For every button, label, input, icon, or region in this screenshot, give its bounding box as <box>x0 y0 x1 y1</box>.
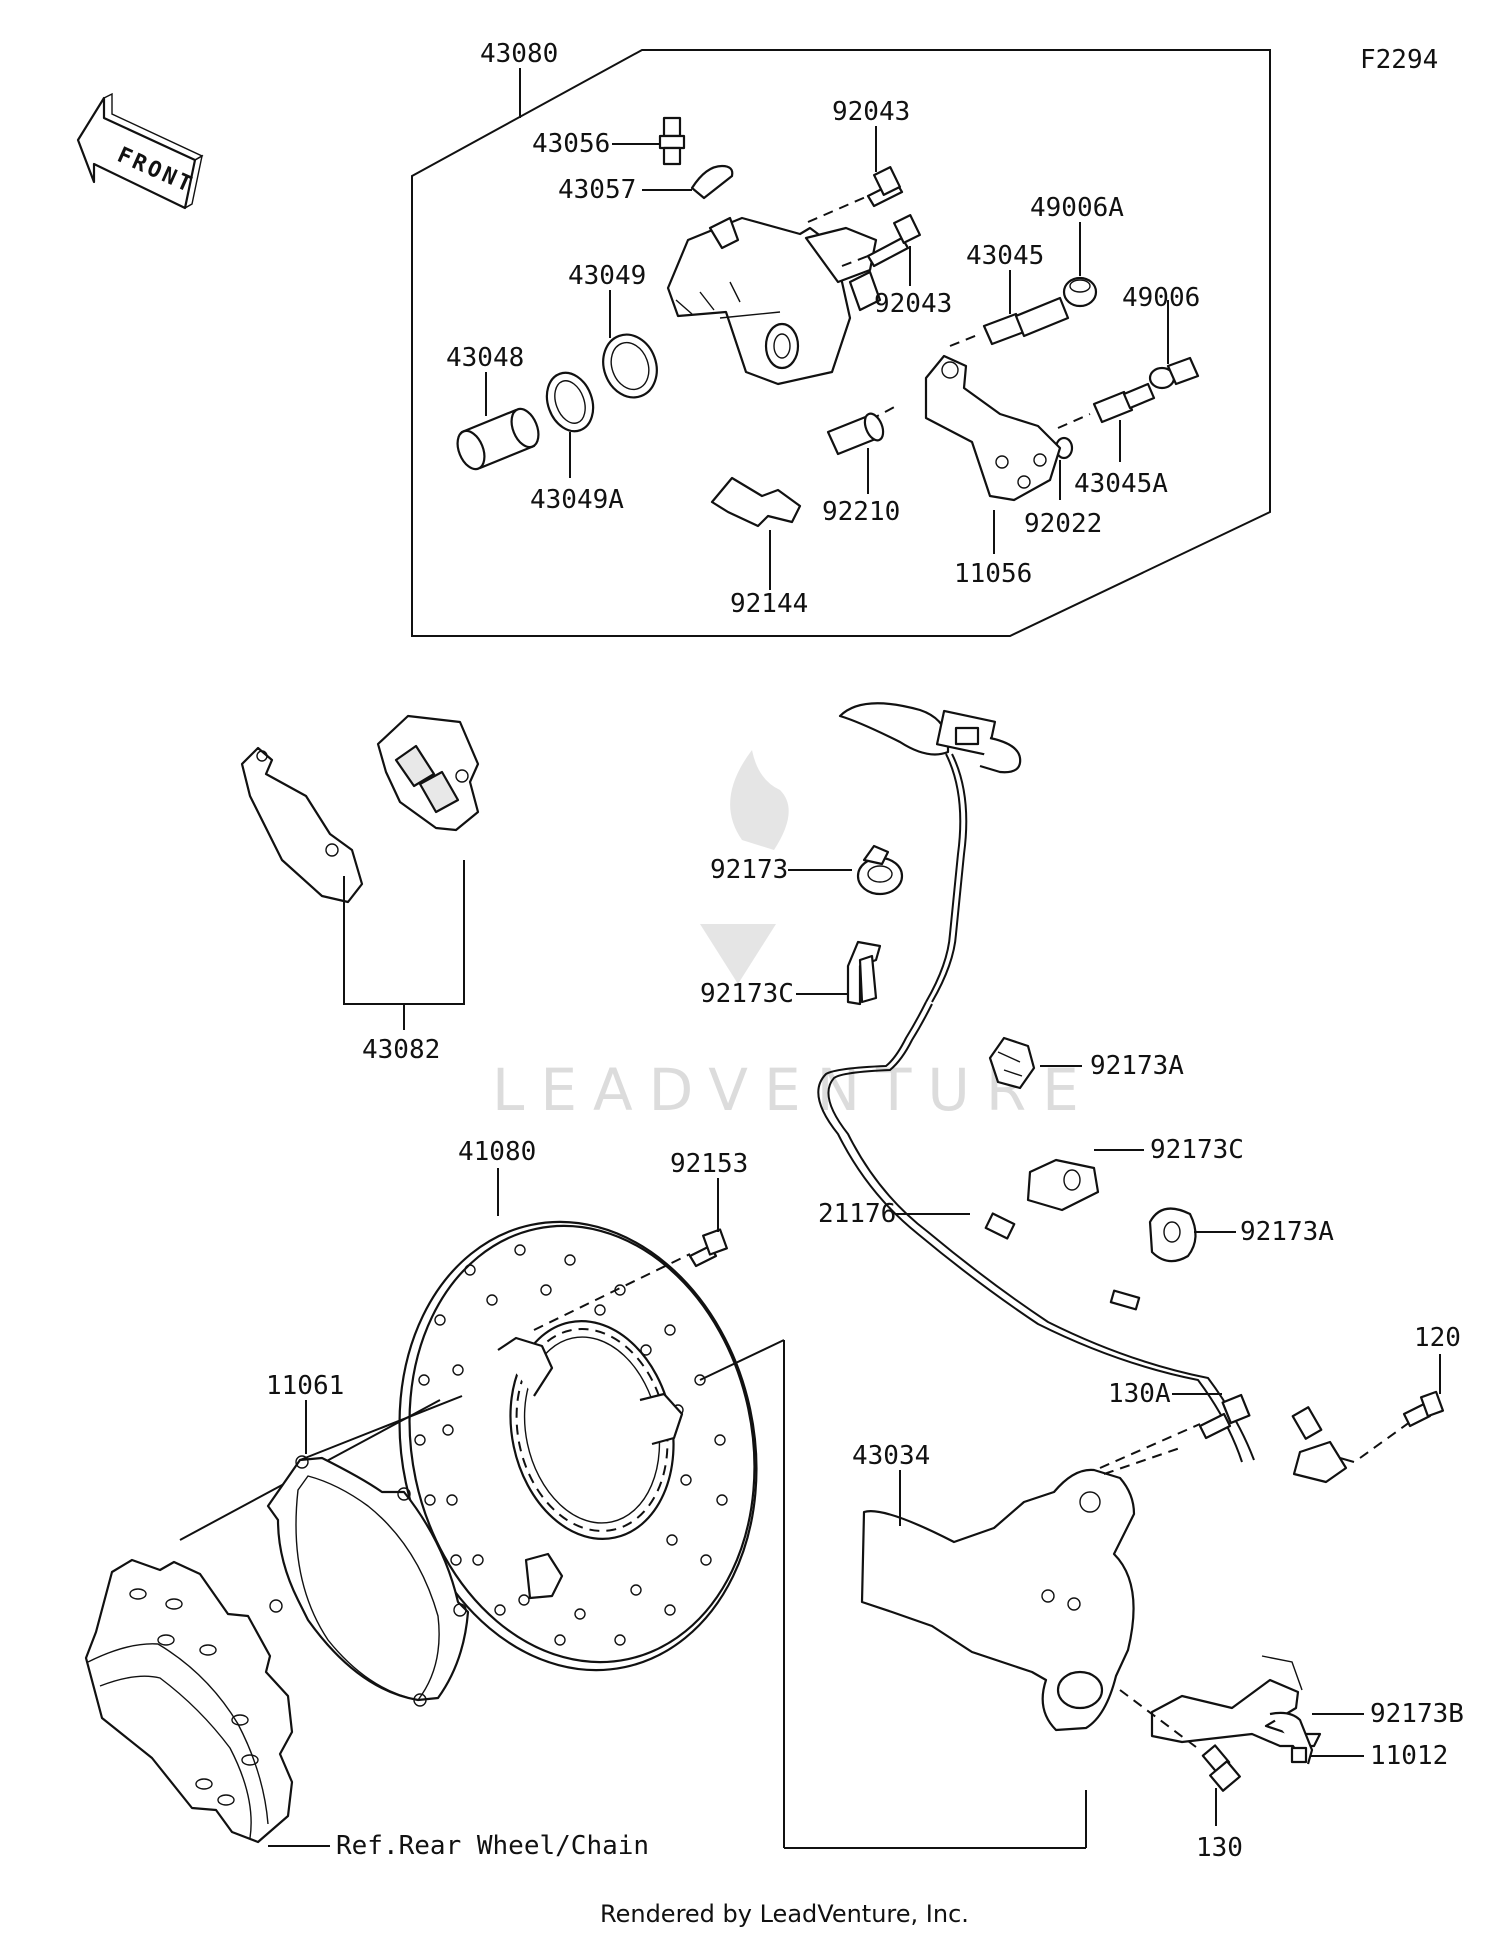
caliper-body <box>666 216 882 386</box>
rear-hub <box>84 1558 294 1844</box>
caliper-holder-43034 <box>860 1447 1181 1732</box>
part-label-92173C-upper[interactable]: 92173C <box>700 979 794 1009</box>
caliper-bracket <box>924 354 1062 502</box>
part-label-130A[interactable]: 130A <box>1108 1379 1171 1409</box>
footer-credit: Rendered by LeadVenture, Inc. <box>600 1900 969 1928</box>
bleeder-valve <box>658 116 686 166</box>
part-label-21176[interactable]: 21176 <box>818 1199 896 1229</box>
caliper-assembly-box <box>411 49 1271 637</box>
clip-92173A-lower <box>1148 1207 1197 1263</box>
pad-spring <box>710 476 802 528</box>
abs-sensor-harness <box>817 702 1355 1484</box>
part-label-130[interactable]: 130 <box>1196 1833 1243 1863</box>
part-label-49006A[interactable]: 49006A <box>1030 193 1124 223</box>
rubber-cap-49006A <box>1062 276 1098 308</box>
part-label-41080[interactable]: 41080 <box>458 1137 536 1167</box>
bolt-130A <box>1099 1393 1251 1469</box>
caliper-piston <box>456 407 540 471</box>
part-label-11056[interactable]: 11056 <box>954 559 1032 589</box>
cap-11012 <box>1290 1746 1308 1764</box>
part-label-120[interactable]: 120 <box>1414 1323 1461 1353</box>
bolt-130 <box>1119 1689 1241 1792</box>
clamp-92173 <box>856 844 904 896</box>
part-label-92173C-lower[interactable]: 92173C <box>1150 1135 1244 1165</box>
part-label-11012[interactable]: 11012 <box>1370 1741 1448 1771</box>
clip-92173A-upper <box>988 1036 1036 1090</box>
part-label-43048[interactable]: 43048 <box>446 343 524 373</box>
part-label-92043-upper[interactable]: 92043 <box>832 97 910 127</box>
part-label-92043-lower[interactable]: 92043 <box>874 289 952 319</box>
part-label-92022[interactable]: 92022 <box>1024 509 1102 539</box>
ref-note: Ref.Rear Wheel/Chain <box>336 1831 649 1861</box>
part-label-43034[interactable]: 43034 <box>852 1441 930 1471</box>
piston-seal <box>602 333 658 399</box>
disc-bolt <box>533 1228 728 1331</box>
watermark-text: LEADVENTURE <box>492 1056 1095 1124</box>
dust-seal <box>545 371 595 433</box>
part-label-43049[interactable]: 43049 <box>568 261 646 291</box>
part-label-43057[interactable]: 43057 <box>558 175 636 205</box>
part-label-43045[interactable]: 43045 <box>966 241 1044 271</box>
part-label-92173[interactable]: 92173 <box>710 855 788 885</box>
caliper-pin-lower <box>841 214 922 268</box>
part-label-49006[interactable]: 49006 <box>1122 283 1200 313</box>
part-label-92210[interactable]: 92210 <box>822 497 900 527</box>
watermark-logo: LEADVENTURE <box>492 750 1095 1124</box>
part-label-11061[interactable]: 11061 <box>266 1371 344 1401</box>
part-label-92173A-lower[interactable]: 92173A <box>1240 1217 1334 1247</box>
sleeve-43045A <box>1057 382 1156 429</box>
rubber-boot-49006 <box>1148 356 1200 390</box>
sleeve-43045 <box>949 296 1070 347</box>
part-label-92153[interactable]: 92153 <box>670 1149 748 1179</box>
bolt-120 <box>1359 1390 1445 1459</box>
part-label-92173A-upper[interactable]: 92173A <box>1090 1051 1184 1081</box>
bleeder-cap <box>690 164 734 200</box>
part-label-43082[interactable]: 43082 <box>362 1035 440 1065</box>
clip-92173C-lower <box>1026 1158 1100 1212</box>
part-label-43045A[interactable]: 43045A <box>1074 469 1168 499</box>
disc-gasket <box>266 1455 470 1707</box>
part-label-43080[interactable]: 43080 <box>480 39 558 69</box>
part-label-92173B[interactable]: 92173B <box>1370 1699 1464 1729</box>
brake-disc <box>398 1220 758 1672</box>
front-arrow-icon: FRONT <box>76 92 204 210</box>
clip-92173C-upper <box>846 940 882 1006</box>
caliper-pin-upper <box>807 166 904 223</box>
bushing-92210 <box>826 403 901 456</box>
brake-pad-right <box>376 714 480 832</box>
diagram-code: F2294 <box>1360 45 1438 75</box>
part-label-43056[interactable]: 43056 <box>532 129 610 159</box>
part-label-92144[interactable]: 92144 <box>730 589 808 619</box>
part-label-43049A[interactable]: 43049A <box>530 485 624 515</box>
brake-pad-left <box>240 746 364 904</box>
